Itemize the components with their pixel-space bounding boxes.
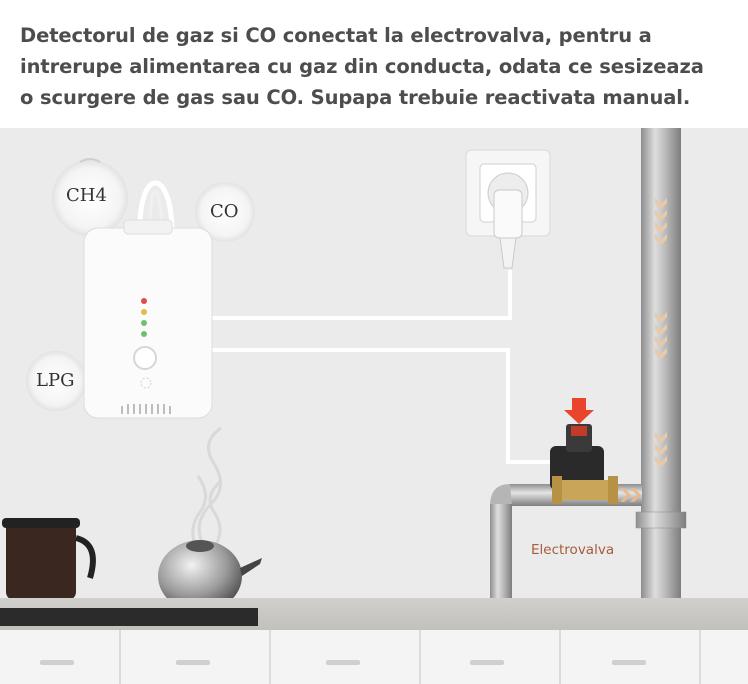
power-plug (493, 189, 523, 239)
illustration: CH4 CO LPG (0, 128, 748, 684)
wires (137, 180, 558, 464)
flow-arrows (655, 198, 667, 467)
caption-line-1: Detectorul de gaz si CO conectat la elec… (20, 24, 652, 47)
co-bubble (195, 182, 255, 242)
caption: Detectorul de gaz si CO conectat la elec… (20, 20, 735, 113)
ch4-bubble (52, 160, 128, 236)
test-button (133, 346, 157, 370)
electrovalve-label: Electrovalva (531, 542, 615, 558)
co-label: CO (210, 201, 239, 222)
steam (191, 426, 222, 549)
valve-arrow-icon (564, 398, 594, 424)
caption-line-2: intrerupe alimentarea cu gaz din conduct… (20, 55, 704, 78)
gas-detector (83, 219, 213, 419)
scene-svg (0, 128, 748, 684)
lpg-label: LPG (36, 370, 75, 391)
electrovalve (550, 398, 618, 504)
lpg-bubble (26, 351, 86, 411)
bubble-sparkle (79, 158, 101, 163)
caption-line-3: o scurgere de gas sau CO. Supapa trebuie… (20, 86, 691, 109)
cabinets (0, 630, 748, 684)
ch4-label: CH4 (66, 185, 107, 206)
